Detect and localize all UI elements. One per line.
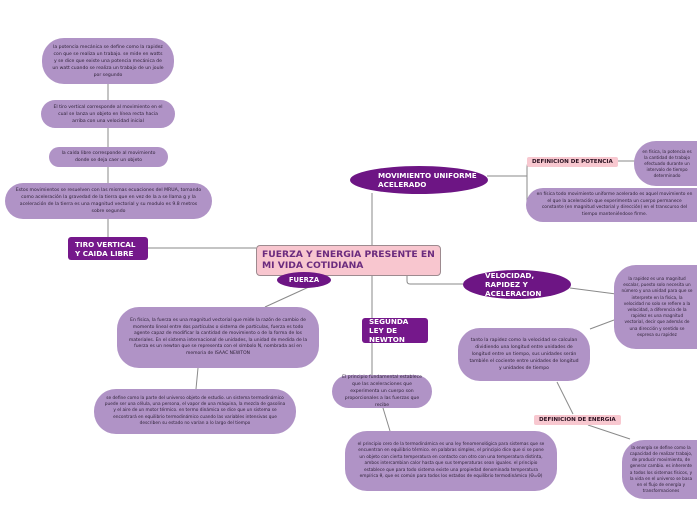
label-definicion-potencia[interactable]: DEFINICION DE POTENCIA bbox=[527, 157, 618, 167]
note-aceleracion-def: tanto la rapidez como la velocidad se ca… bbox=[458, 328, 590, 381]
note-termodinamica: se define como la parte del universo obj… bbox=[94, 389, 296, 434]
topic-tiro-vertical[interactable]: TIRO VERTICAL Y CAIDA LIBRE bbox=[68, 237, 148, 260]
topic-velocidad[interactable]: VELOCIDAD, RAPIDEZ Y ACELERACION bbox=[463, 270, 571, 299]
note-potencia-mecanica: la potencia mecánica se define como la r… bbox=[42, 38, 174, 84]
note-fuerza: En física, la fuerza es una magnitud vec… bbox=[117, 307, 319, 368]
note-tiro-vertical: El tiro vertical corresponde al movimien… bbox=[41, 100, 175, 128]
note-ecuaciones: Estos movimientos se resuelven con las m… bbox=[5, 183, 212, 219]
note-potencia-def: en física, la potencia es la cantidad de… bbox=[634, 141, 697, 186]
note-principio-cero: el principio cero de la termodinámica es… bbox=[345, 431, 557, 491]
central-topic[interactable]: FUERZA Y ENERGIA PRESENTE EN MI VIDA COT… bbox=[256, 245, 441, 276]
label-definicion-energia[interactable]: DEFINICION DE ENERGIA bbox=[534, 415, 621, 425]
note-energia-def: la energía se define como la capacidad d… bbox=[622, 440, 697, 499]
topic-segunda-ley[interactable]: SEGUNDA LEY DE NEWTON bbox=[362, 317, 428, 344]
topic-fuerza[interactable]: FUERZA bbox=[277, 272, 331, 288]
note-mua-def: en física todo movimiento uniforme acele… bbox=[526, 188, 697, 222]
note-caida-libre: la caída libre corresponde al movimiento… bbox=[49, 147, 168, 167]
topic-mua[interactable]: MOVIMIENTO UNIFORME ACELERADO bbox=[350, 166, 488, 194]
note-velocidad-def: la rapidez es una magnitud escalar, pues… bbox=[614, 265, 697, 349]
note-segunda-ley: El principio fundamental establece que l… bbox=[332, 375, 432, 408]
